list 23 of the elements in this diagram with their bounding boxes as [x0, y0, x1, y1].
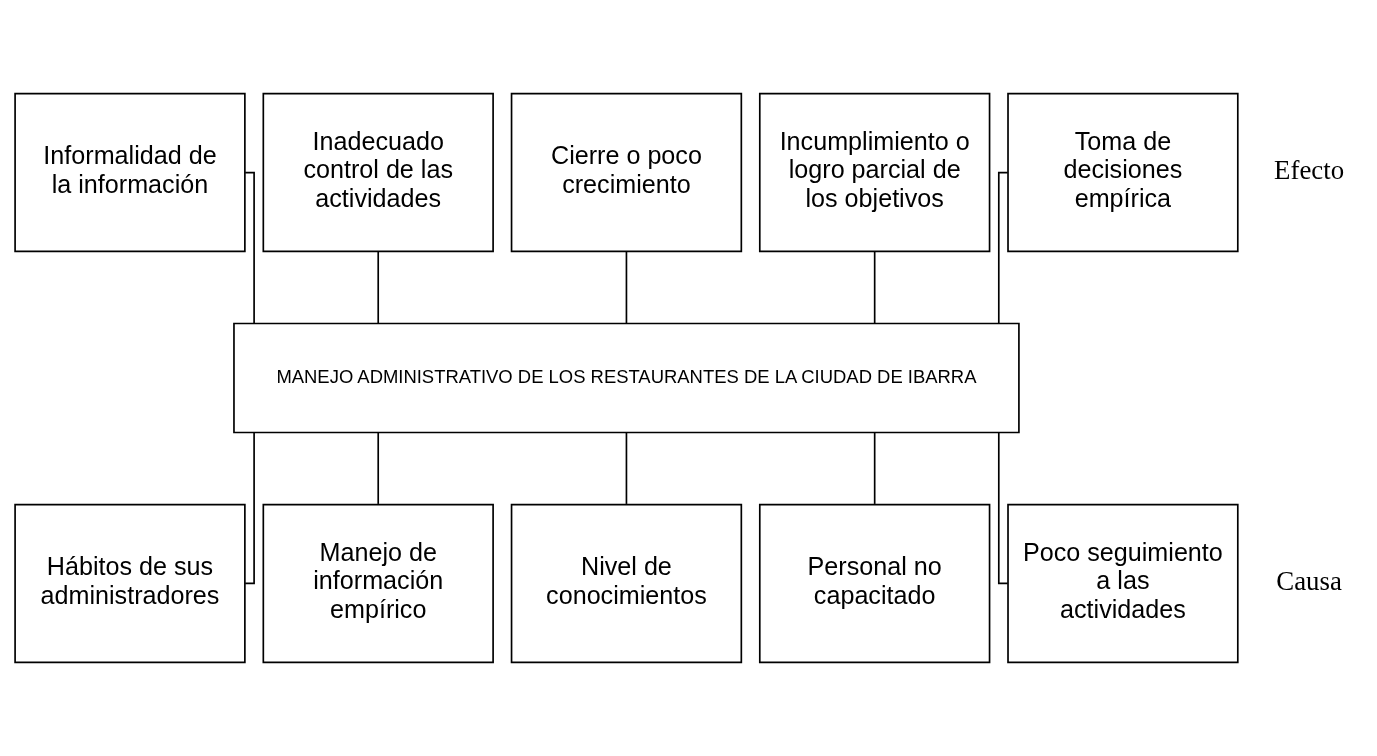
label: Causa	[1276, 565, 1342, 596]
node-box: Poco seguimiento a las actividades	[1007, 503, 1239, 664]
connector	[377, 431, 380, 505]
connector	[997, 431, 1009, 585]
connector	[377, 250, 380, 325]
node-box: MANEJO ADMINISTRATIVO DE LOS RESTAURANTES DE LA CIUDAD DE IBARRA	[233, 322, 1020, 434]
label: Efecto	[1274, 154, 1345, 185]
connector	[873, 431, 876, 505]
node-box: Inadecuado control de las actividades	[262, 92, 494, 253]
connector	[625, 431, 628, 505]
connector	[244, 431, 255, 585]
node-box: Incumplimiento o logro parcial de los objetivos	[758, 92, 991, 253]
node-box: Informalidad de la información	[14, 92, 246, 253]
connector	[997, 171, 1009, 325]
node-box: Nivel de conocimientos	[510, 503, 743, 664]
node-box: Manejo de información empírico	[262, 503, 494, 664]
node-box: Toma de decisiones empírica	[1007, 92, 1239, 253]
connector	[873, 250, 876, 325]
node-box: Cierre o poco crecimiento	[510, 92, 743, 253]
node-box: Personal no capacitado	[758, 503, 991, 664]
node-box: Hábitos de sus administradores	[14, 503, 246, 664]
connector	[625, 250, 628, 325]
connector	[244, 171, 255, 325]
